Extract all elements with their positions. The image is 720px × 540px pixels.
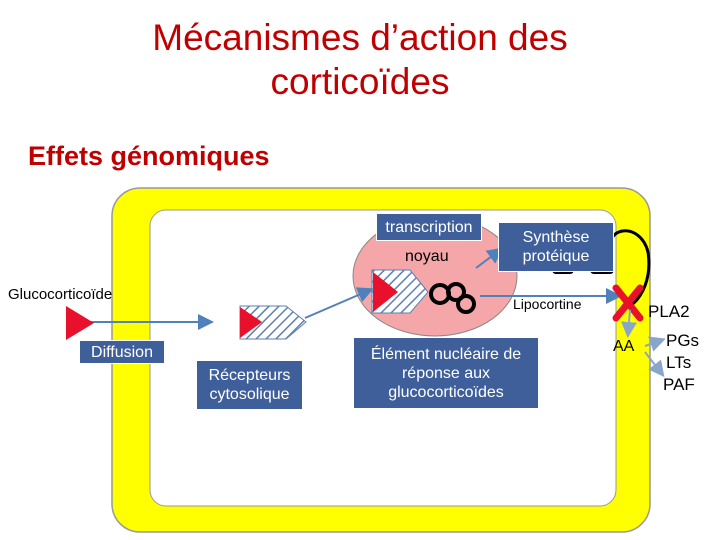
- inhibition-cross: [612, 284, 644, 322]
- arrow-aa-to-pgs: [644, 336, 666, 352]
- protein-synthesis-label: Synthèse protéique: [498, 222, 614, 272]
- aa-label: AA: [613, 338, 635, 355]
- lts-label: LTs: [666, 353, 692, 372]
- pgs-label: PGs: [666, 331, 700, 350]
- arrow-aa-to-paf: [644, 351, 665, 378]
- title-line-2: corticoïdes: [270, 61, 450, 102]
- paf-label: PAF: [663, 375, 695, 394]
- arrow-to-nucleus: [304, 287, 374, 319]
- pla2-label: PLA2: [648, 302, 690, 321]
- arrow-pla2-to-aa: [621, 309, 637, 338]
- dna-rings: [429, 282, 476, 314]
- cytosolic-receptor-label: Récepteurs cytosolique: [196, 360, 303, 410]
- page-title: Mécanismes d’action des corticoïdes: [0, 16, 720, 104]
- cytosolic-glucocorticoid-triangle: [240, 307, 262, 338]
- diffusion-label: Diffusion: [79, 340, 165, 364]
- glucocorticoid-label: Glucocorticoïde: [8, 286, 113, 303]
- subtitle: Effets génomiques: [28, 141, 270, 171]
- nucleus-label: noyau: [405, 248, 449, 265]
- title-line-1: Mécanismes d’action des: [152, 17, 568, 58]
- nuclear-glucocorticoid-triangle: [373, 272, 398, 312]
- gre-label: Élément nucléaire de réponse aux glucoco…: [353, 337, 539, 409]
- glucocorticoid-triangle-outside: [66, 306, 94, 340]
- lipocortin-label: Lipocortine: [513, 296, 582, 312]
- transcription-label: transcription: [376, 213, 482, 241]
- nuclear-receptor-complex: [371, 269, 429, 314]
- arrow-to-synthesis: [475, 247, 504, 269]
